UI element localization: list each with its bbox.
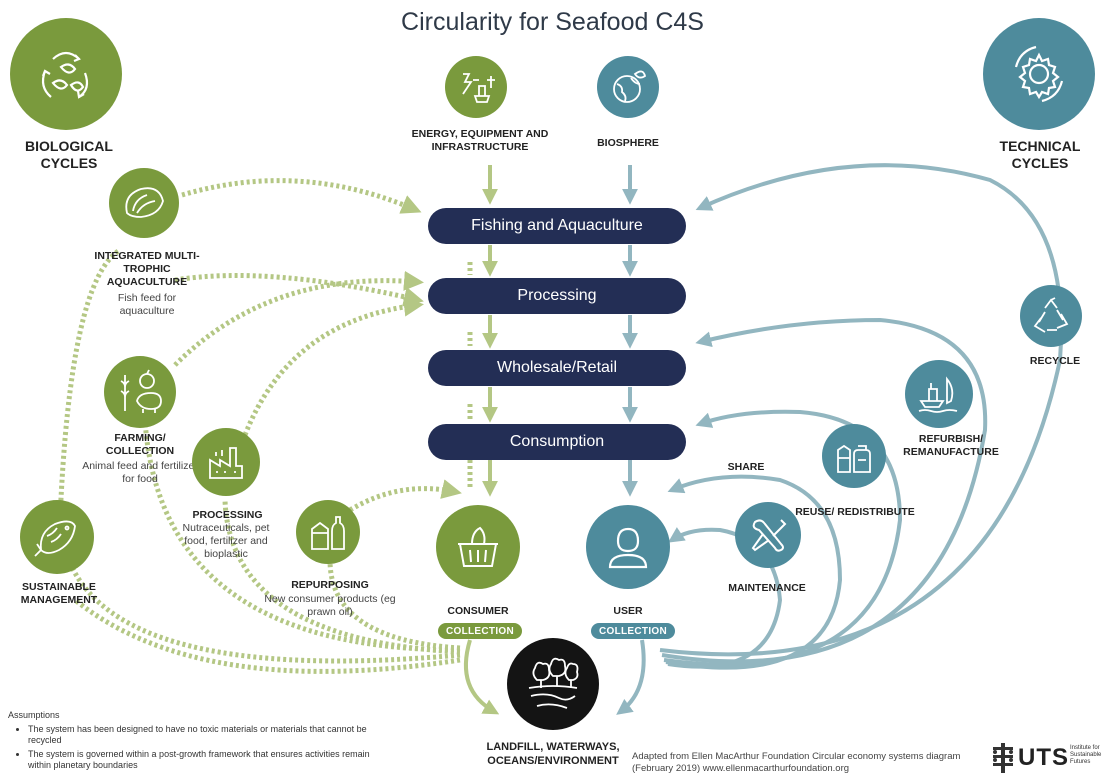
imta-description: Fish feed for aquaculture xyxy=(117,292,177,317)
trees-landscape-icon xyxy=(507,638,599,730)
source-credit: Adapted from Ellen MacArthur Foundation … xyxy=(632,751,961,774)
uts-logo: UTS Institute for Sustainable Futures xyxy=(988,739,1102,779)
technical-cycles-label: TECHNICAL CYCLES xyxy=(999,138,1081,171)
technical-cycles-icon xyxy=(983,18,1095,130)
user-collection-pill: COLLECTION xyxy=(591,623,675,639)
consumer-label: CONSUMER xyxy=(447,605,509,617)
assumption-item: The system has been designed to have no … xyxy=(28,724,393,747)
energy-equipment-icon xyxy=(445,56,507,118)
stage-fishing-aquaculture: Fishing and Aquaculture xyxy=(428,208,686,244)
biosphere-icon xyxy=(597,56,659,118)
basket-icon xyxy=(436,505,520,589)
wheat-apple-pig-icon xyxy=(104,356,176,428)
bio-processing-label: PROCESSING xyxy=(192,509,263,521)
boat-icon xyxy=(905,360,973,428)
imta-label: INTEGRATED MULTI-TROPHIC AQUACULTURE xyxy=(94,250,200,288)
stage-consumption: Consumption xyxy=(428,424,686,460)
diagram-title: Circularity for Seafood C4S xyxy=(401,8,704,36)
uts-wordmark: UTS xyxy=(1018,744,1069,771)
assumption-item: The system is governed within a post-gro… xyxy=(28,749,393,772)
biological-cycles-label: BIOLOGICAL CYCLES xyxy=(25,138,113,171)
energy-label: ENERGY, EQUIPMENT AND INFRASTRUCTURE xyxy=(411,128,549,153)
repurposing-label: REPURPOSING xyxy=(291,579,369,591)
stage-processing: Processing xyxy=(428,278,686,314)
biological-cycles-icon xyxy=(10,18,122,130)
farming-label: FARMING/ COLLECTION xyxy=(105,432,175,457)
recycle-icon xyxy=(1020,285,1082,347)
maintenance-label: MAINTENANCE xyxy=(728,582,806,594)
factory-icon xyxy=(192,428,260,496)
reuse-label: REUSE/ REDISTRIBUTE xyxy=(795,506,915,518)
fish-icon xyxy=(20,500,94,574)
recycle-label: RECYCLE xyxy=(1029,355,1081,367)
sustainable-management-label: SUSTAINABLE MANAGEMENT xyxy=(20,581,98,606)
share-label: SHARE xyxy=(727,461,765,473)
farming-description: Animal feed and fertilizer for food xyxy=(82,460,198,485)
uts-crest-icon xyxy=(993,743,1013,773)
bio-processing-description: Nutraceuticals, pet food, fertilizer and… xyxy=(182,522,270,560)
user-label: USER xyxy=(613,605,643,617)
assumptions-heading: Assumptions xyxy=(8,710,60,720)
repurposing-description: New consumer products (eg prawn oil) xyxy=(264,593,396,618)
bottles-icon xyxy=(296,500,360,564)
assumptions: Assumptions The system has been designed… xyxy=(8,710,393,774)
wrench-screwdriver-icon xyxy=(735,502,801,568)
oyster-icon xyxy=(109,168,179,238)
biosphere-label: BIOSPHERE xyxy=(597,137,659,149)
refurbish-label: REFURBISH/ REMANUFACTURE xyxy=(903,433,999,458)
landfill-label: LANDFILL, WATERWAYS, OCEANS/ENVIRONMENT xyxy=(486,741,620,767)
person-icon xyxy=(586,505,670,589)
uts-institute-name: Institute for Sustainable Futures xyxy=(1070,745,1102,765)
consumer-collection-pill: COLLECTION xyxy=(438,623,522,639)
stage-wholesale-retail: Wholesale/Retail xyxy=(428,350,686,386)
containers-icon xyxy=(822,424,886,488)
